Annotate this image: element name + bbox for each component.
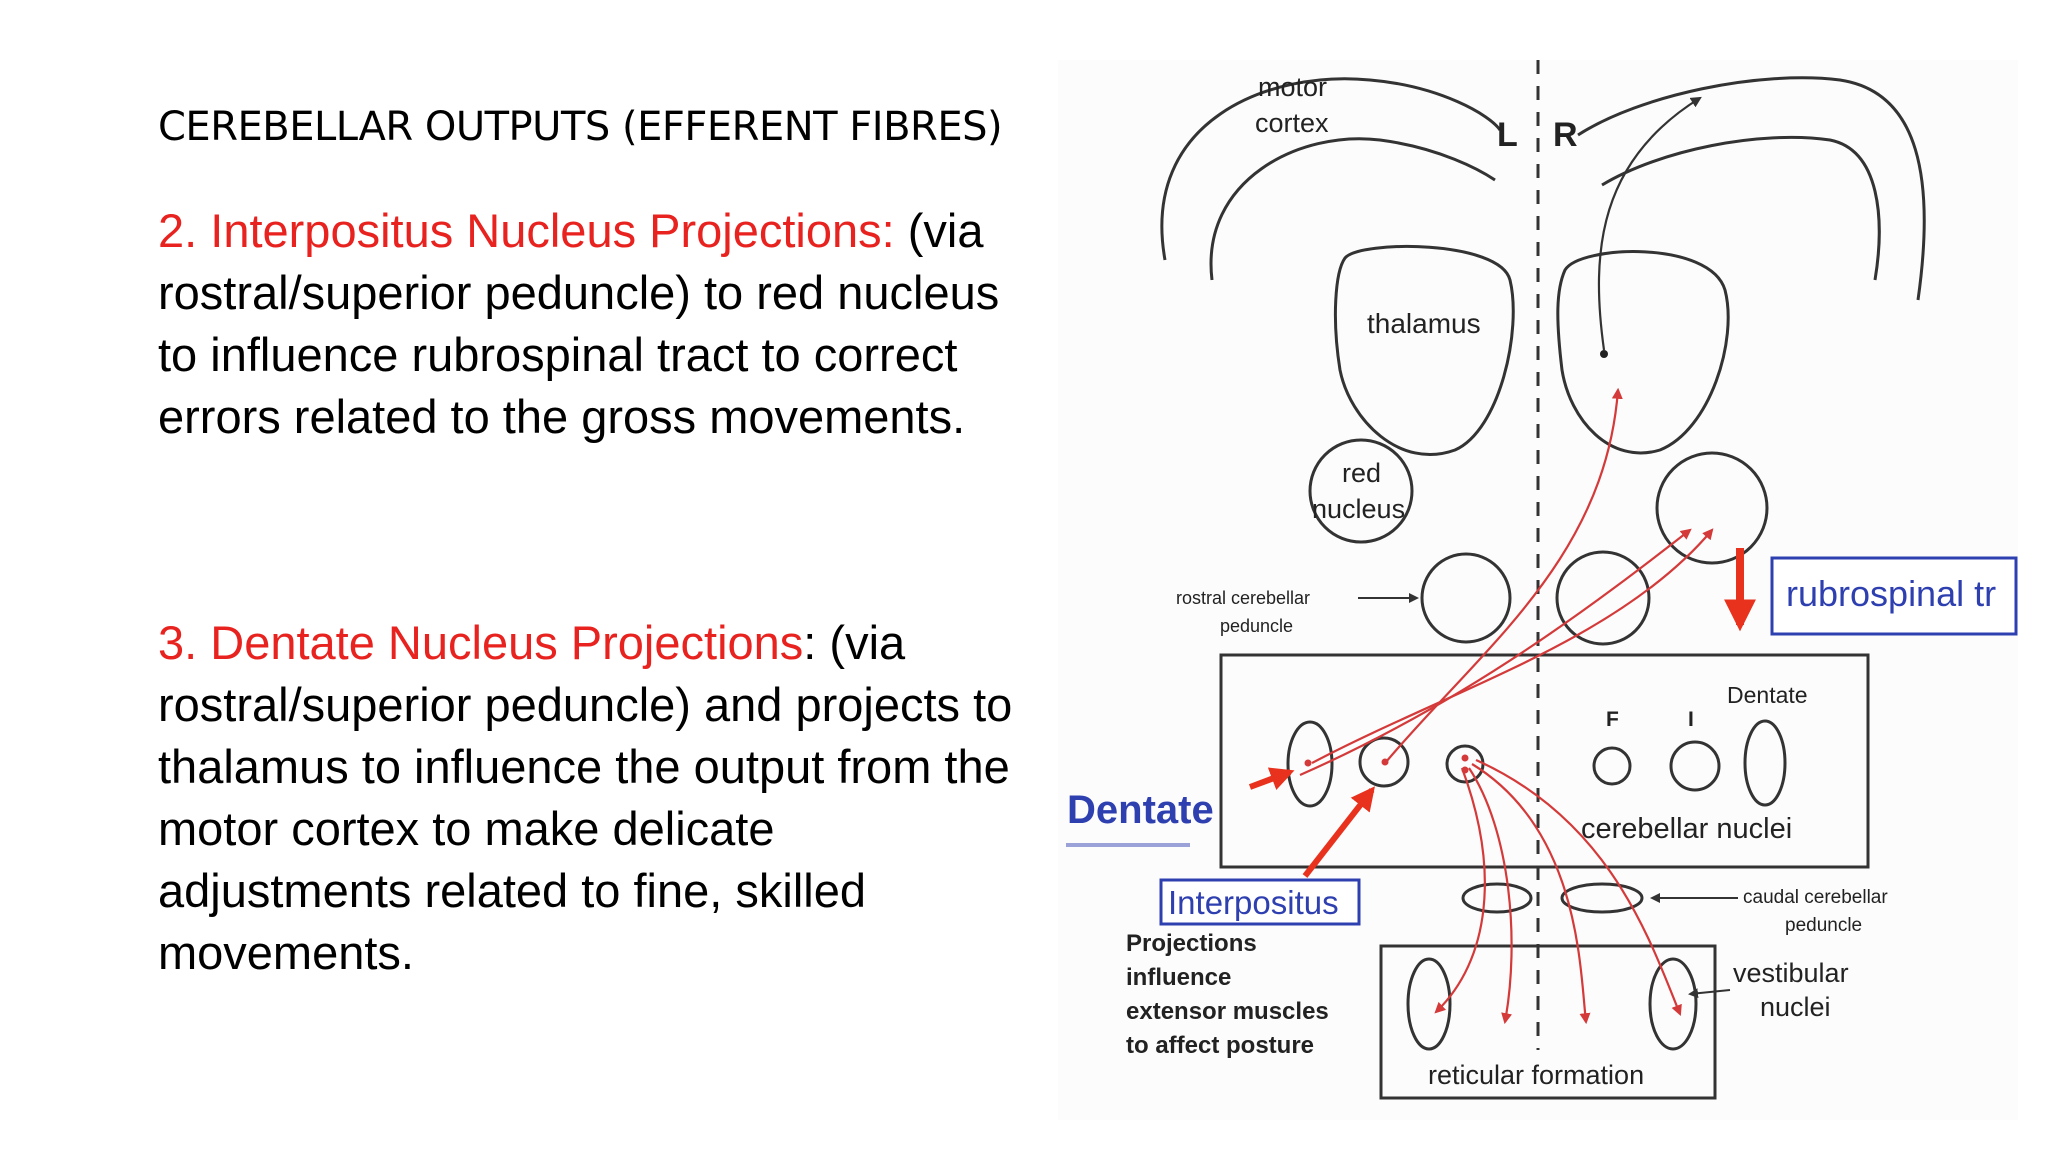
rostral-peduncle-left	[1420, 552, 1512, 644]
projection-text-line3: extensor muscles	[1126, 998, 1329, 1025]
thalamocortical-tract	[1597, 96, 1702, 351]
reticular-label: reticular formation	[1428, 1060, 1644, 1090]
interpositus-body: (via rostral/superior peduncle) to red n…	[158, 204, 1000, 443]
dentate-small-label: Dentate	[1727, 682, 1808, 708]
interpositus-origin-dot	[1381, 758, 1389, 766]
fastigial-origin-dot-2	[1461, 766, 1469, 774]
rubrospinal-label: rubrospinal tr	[1786, 573, 1996, 614]
thalamus-left	[1333, 244, 1515, 456]
caudal-peduncle-left	[1461, 882, 1533, 914]
caudal-peduncle-right	[1560, 882, 1644, 914]
reticular-formation-box	[1379, 944, 1717, 1100]
rostral-label-line2: peduncle	[1220, 616, 1293, 636]
interpositus-paragraph: 2. Interpositus Nucleus Projections: (vi…	[158, 200, 1028, 448]
vestibular-left-nucleus	[1406, 957, 1452, 1051]
vestibular-right-nucleus	[1648, 957, 1698, 1051]
dentate-right-nucleus	[1743, 719, 1787, 807]
cortex-label: cortex	[1255, 108, 1329, 138]
vestibular-pointer	[1688, 988, 1731, 999]
fastigial-origin-dot-1	[1461, 754, 1469, 762]
interpositus-pointer-arrow	[1302, 786, 1375, 878]
red-nucleus-right	[1655, 451, 1769, 565]
projection-text-line2: influence	[1126, 964, 1231, 991]
interpositus-box	[1159, 878, 1361, 926]
interpositus-left-nucleus	[1358, 736, 1410, 788]
dentate-paragraph: 3. Dentate Nucleus Projections: (via ros…	[158, 612, 1028, 984]
dentate-heading: 3. Dentate Nucleus Projections	[158, 616, 804, 669]
projection-tracts	[1299, 387, 1714, 1025]
right-side-label: R	[1553, 116, 1578, 154]
I-label: I	[1688, 708, 1694, 731]
rubrospinal-box	[1770, 556, 2018, 636]
red-label: red	[1342, 458, 1381, 488]
cerebellar-nuclei-label: cerebellar nuclei	[1581, 813, 1792, 845]
rostral-peduncle-right	[1555, 550, 1651, 646]
cortex-outline	[1160, 76, 1926, 301]
cerebellar-nuclei-box	[1219, 653, 1870, 869]
interpositus-label: Interpositus	[1168, 884, 1339, 921]
caudal-label-line2: peduncle	[1785, 915, 1862, 936]
interpositus-heading: 2. Interpositus Nucleus Projections:	[158, 204, 895, 257]
motor-label: motor	[1258, 72, 1327, 102]
thalamus-label: thalamus	[1367, 308, 1481, 339]
dentate-big-label: Dentate	[1067, 788, 1214, 832]
thalamus-right	[1556, 250, 1730, 455]
rostral-label-line1: rostral cerebellar	[1176, 588, 1310, 608]
caudal-label-line1: caudal cerebellar	[1743, 887, 1888, 908]
dentate-pointer-arrow	[1248, 767, 1295, 790]
slide-title: CEREBELLAR OUTPUTS (EFFERENT FIBRES)	[158, 104, 1003, 150]
projection-text-line1: Projections	[1126, 930, 1257, 957]
F-label: F	[1606, 708, 1619, 731]
projection-text-line4: to affect posture	[1126, 1032, 1314, 1059]
fastigial-right-nucleus	[1592, 746, 1632, 786]
vestibular-label-line2: nuclei	[1760, 992, 1831, 1022]
dentate-body: : (via rostral/superior peduncle) and pr…	[158, 616, 1013, 979]
left-side-label: L	[1497, 116, 1518, 154]
thalamus-relay-dot	[1600, 350, 1608, 358]
vestibular-label-line1: vestibular	[1733, 958, 1849, 988]
nucleus-label: nucleus	[1312, 494, 1405, 524]
interpositus-right-nucleus	[1669, 740, 1721, 792]
red-nucleus-left	[1308, 438, 1414, 544]
dentate-left-nucleus	[1286, 720, 1334, 808]
dentate-origin-dot	[1304, 759, 1312, 767]
